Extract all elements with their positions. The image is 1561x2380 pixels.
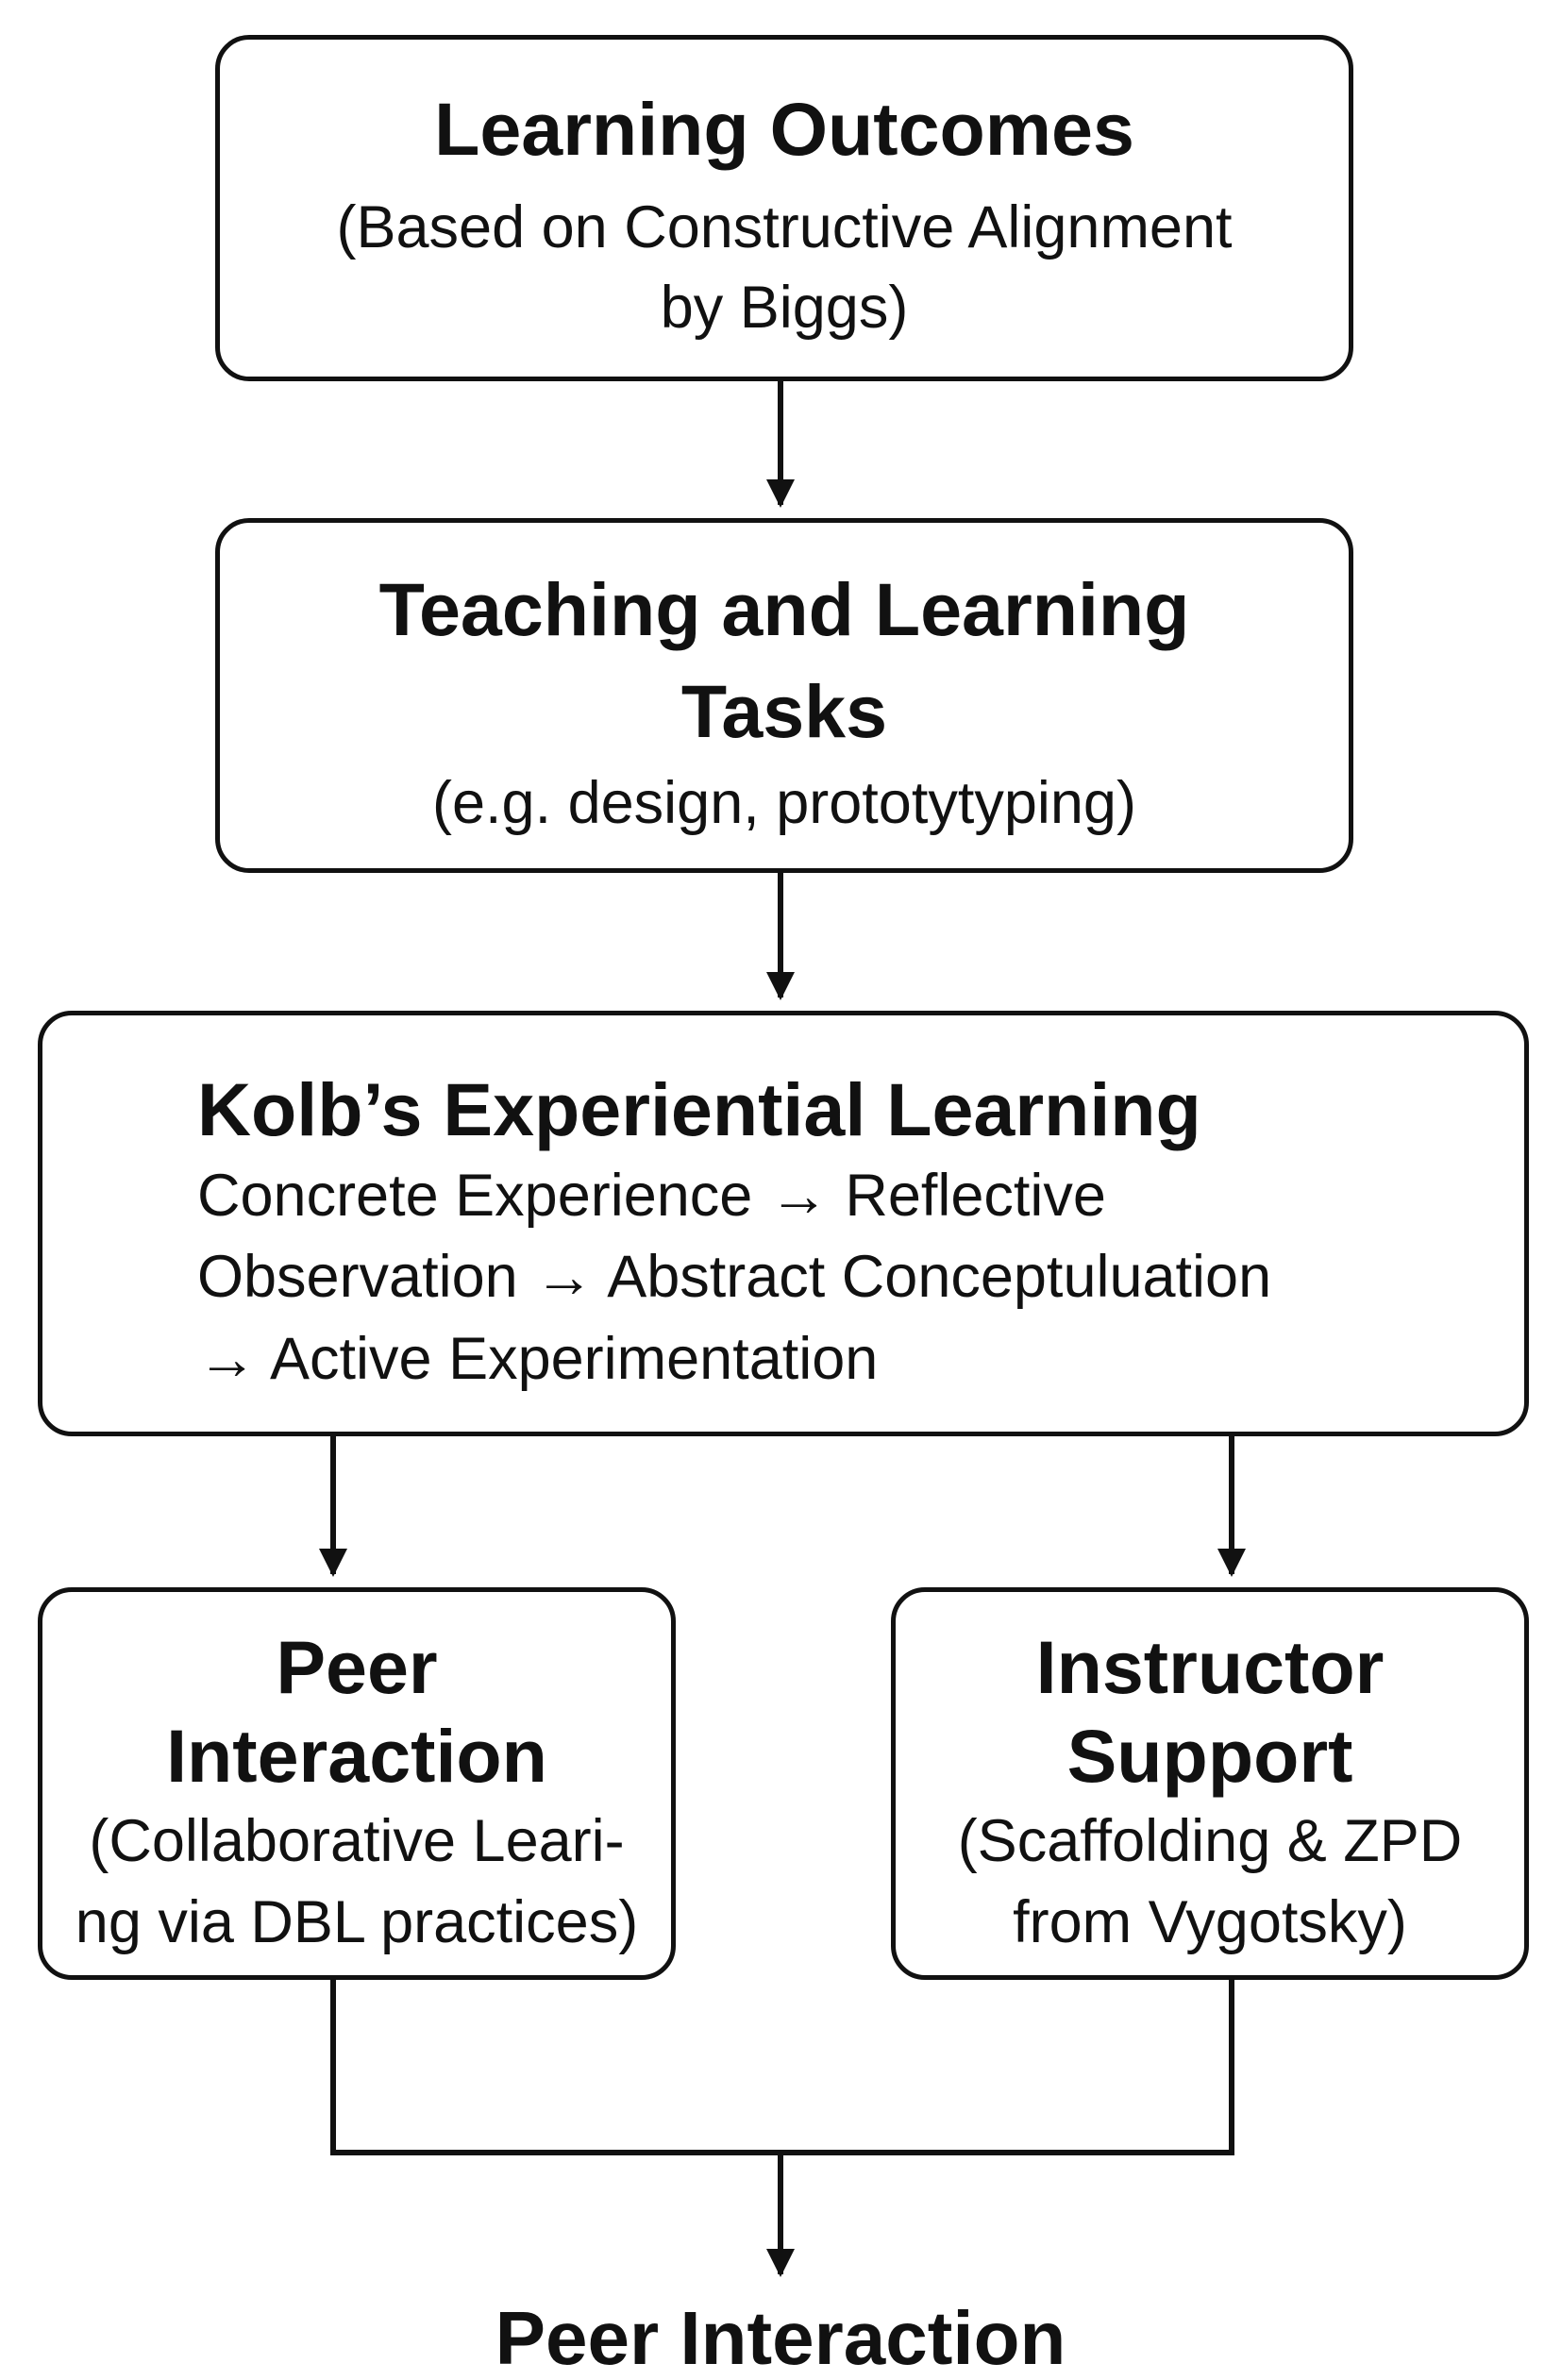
- instructor-support-line-1: (Scaffolding & ZPD: [957, 1808, 1463, 1874]
- teaching-tasks-title-line-2: Tasks: [680, 669, 888, 753]
- peer-interaction-box: Peer Interaction (Collaborative Leari- n…: [38, 1587, 676, 1980]
- peer-interaction-line-1: (Collaborative Leari-: [89, 1808, 625, 1874]
- footer-label: Peer Interaction: [495, 2296, 1066, 2380]
- instructor-support-line-2: from Vygotsky): [1013, 1889, 1407, 1955]
- learning-outcomes-line-2: by Biggs): [660, 275, 909, 341]
- learning-outcomes-title: Learning Outcomes: [434, 87, 1134, 171]
- peer-interaction-line-2: ng via DBL practices): [75, 1889, 639, 1955]
- learning-outcomes-box: Learning Outcomes (Based on Constructive…: [215, 35, 1353, 381]
- kolb-line-3: → Active Experimentation: [197, 1326, 879, 1392]
- peer-interaction-title-line-2: Interaction: [166, 1714, 547, 1798]
- teaching-tasks-title-line-1: Teaching and Learning: [378, 567, 1190, 651]
- peer-interaction-title-line-1: Peer: [276, 1625, 438, 1709]
- instructor-support-title-line-2: Support: [1066, 1714, 1353, 1798]
- kolb-title: Kolb’s Experiential Learning: [197, 1067, 1201, 1151]
- learning-outcomes-line-1: (Based on Constructive Alignment: [336, 194, 1233, 260]
- instructor-support-box: Instructor Support (Scaffolding & ZPD fr…: [891, 1587, 1529, 1980]
- merge-connector: [330, 1980, 1234, 2155]
- instructor-support-title-line-1: Instructor: [1035, 1625, 1385, 1709]
- kolb-box: Kolb’s Experiential Learning Concrete Ex…: [38, 1011, 1529, 1436]
- kolb-line-2: Observation → Abstract Conceptuluation: [197, 1244, 1272, 1310]
- kolb-line-1: Concrete Experience → Reflective: [197, 1163, 1106, 1229]
- teaching-tasks-line-1: (e.g. design, prototytyping): [432, 770, 1136, 836]
- teaching-tasks-box: Teaching and Learning Tasks (e.g. design…: [215, 518, 1353, 873]
